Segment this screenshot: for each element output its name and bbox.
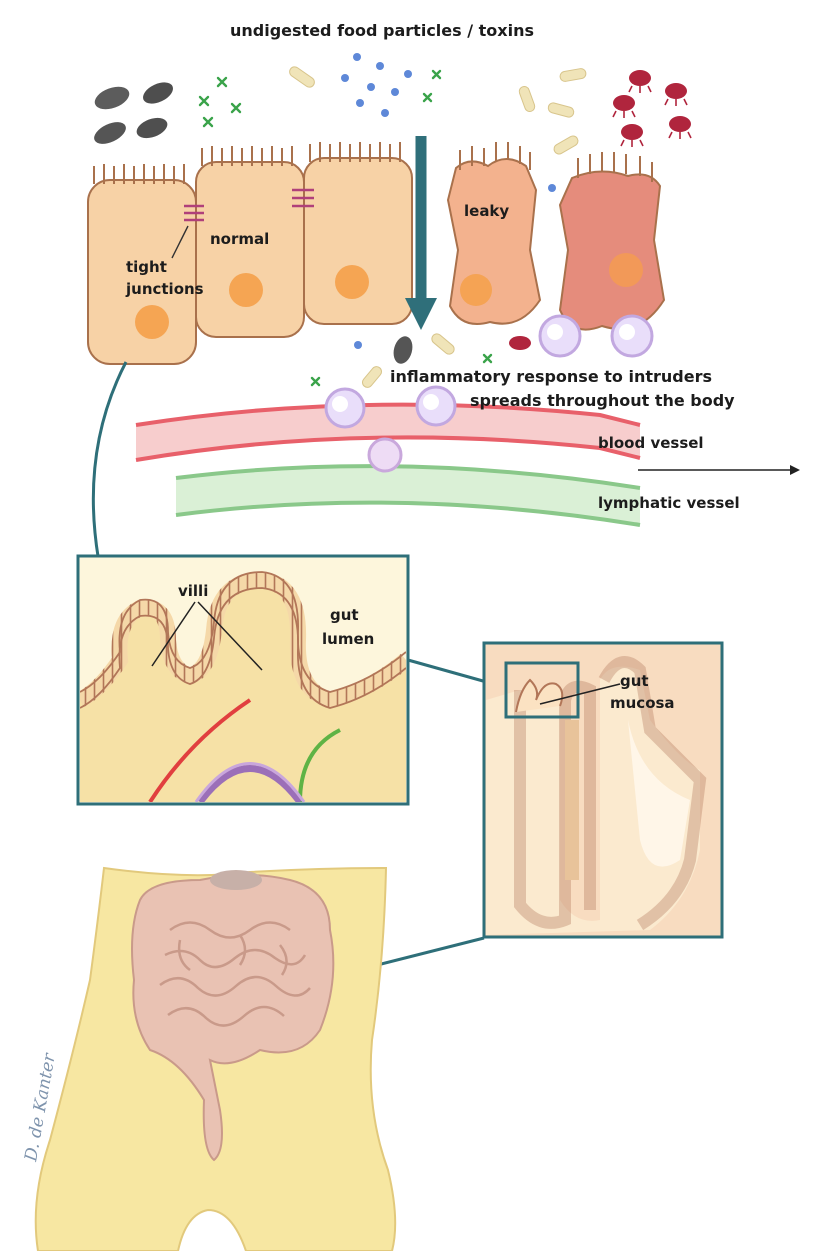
label-gut-lumen-2: lumen (322, 630, 374, 648)
leaky-cell (448, 142, 540, 324)
label-tight-junctions-1: tight (126, 258, 167, 276)
inflamed-cell (560, 152, 664, 330)
leaky-epithelial-cells (391, 142, 664, 366)
villi-inset (78, 556, 408, 804)
label-food-particles: undigested food particles / toxins (230, 21, 534, 40)
mucosa-inset (484, 643, 722, 937)
label-tight-junctions-2: junctions (125, 280, 204, 298)
label-normal: normal (210, 230, 269, 248)
torso-with-intestines (36, 868, 395, 1251)
label-gut-lumen-1: gut (330, 606, 359, 624)
label-inflammatory-1: inflammatory response to intruders (390, 367, 712, 386)
label-inflammatory-2: spreads throughout the body (470, 391, 735, 410)
normal-cell (304, 142, 412, 324)
label-leaky: leaky (464, 202, 509, 220)
label-villi: villi (178, 582, 208, 600)
label-blood-vessel: blood vessel (598, 434, 704, 452)
label-gut-mucosa-1: gut (620, 672, 649, 690)
label-lymphatic-vessel: lymphatic vessel (598, 494, 740, 512)
normal-epithelial-cells (88, 142, 412, 364)
lymphatic-vessel (176, 466, 640, 525)
label-gut-mucosa-2: mucosa (610, 694, 675, 712)
flow-arrow (638, 465, 800, 475)
